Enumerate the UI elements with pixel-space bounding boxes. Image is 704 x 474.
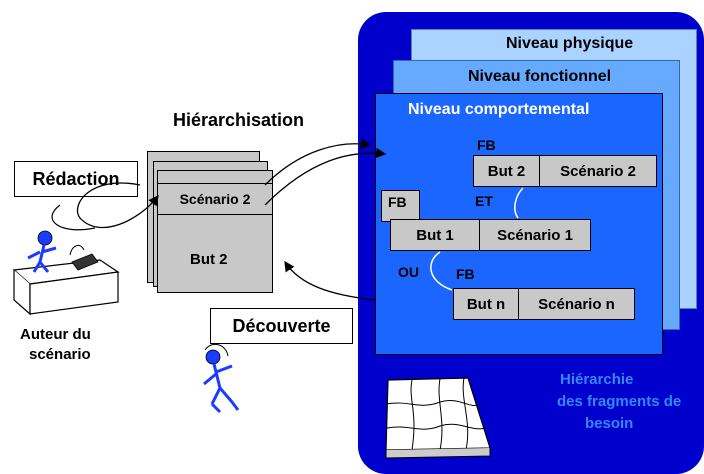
layer-behavioral-label: Niveau comportemental [408, 101, 590, 118]
fragment-scenario-n: Scénario n [518, 288, 635, 320]
hierarchisation-arrow-1 [264, 138, 372, 186]
author-desk-drawing [12, 230, 120, 316]
fragment-goal-1: But 1 [390, 219, 480, 251]
redaction-loop-2 [51, 204, 96, 231]
layer-functional-label: Niveau fonctionnel [468, 68, 612, 85]
hierarchisation-arrow-2 [264, 147, 387, 206]
fb-box-mid: FB [381, 190, 420, 222]
ou-connector [430, 251, 453, 291]
stack-scenario-label: Scénario 2 [157, 183, 273, 215]
et-connector [514, 187, 524, 219]
hierarchy-label-2: des fragments de [557, 393, 682, 410]
puzzle-drawing [385, 377, 491, 459]
decouverte-arrow [284, 260, 376, 301]
layer-physical-label: Niveau physique [506, 35, 634, 52]
redaction-label: Rédaction [14, 161, 138, 197]
author-label-1: Auteur du [20, 326, 91, 343]
fragment-scenario-1: Scénario 1 [479, 219, 591, 251]
et-label: ET [475, 193, 493, 209]
stack-goal-label: But 2 [190, 251, 228, 268]
hierarchy-label-3: besoin [585, 415, 634, 432]
fragment-scenario-2: Scénario 2 [539, 155, 657, 187]
redaction-loop [76, 182, 159, 229]
fb-label-bottom: FB [456, 266, 475, 282]
decouverte-label: Découverte [210, 308, 353, 344]
discoverer-drawing [203, 343, 240, 414]
fragment-goal-n: But n [453, 288, 519, 320]
author-label-2: scénario [29, 346, 91, 363]
ou-label: OU [398, 264, 419, 280]
hierarchisation-label: Hiérarchisation [173, 110, 305, 130]
fb-label-top: FB [477, 137, 496, 153]
hierarchy-label-1: Hiérarchie [560, 371, 634, 388]
